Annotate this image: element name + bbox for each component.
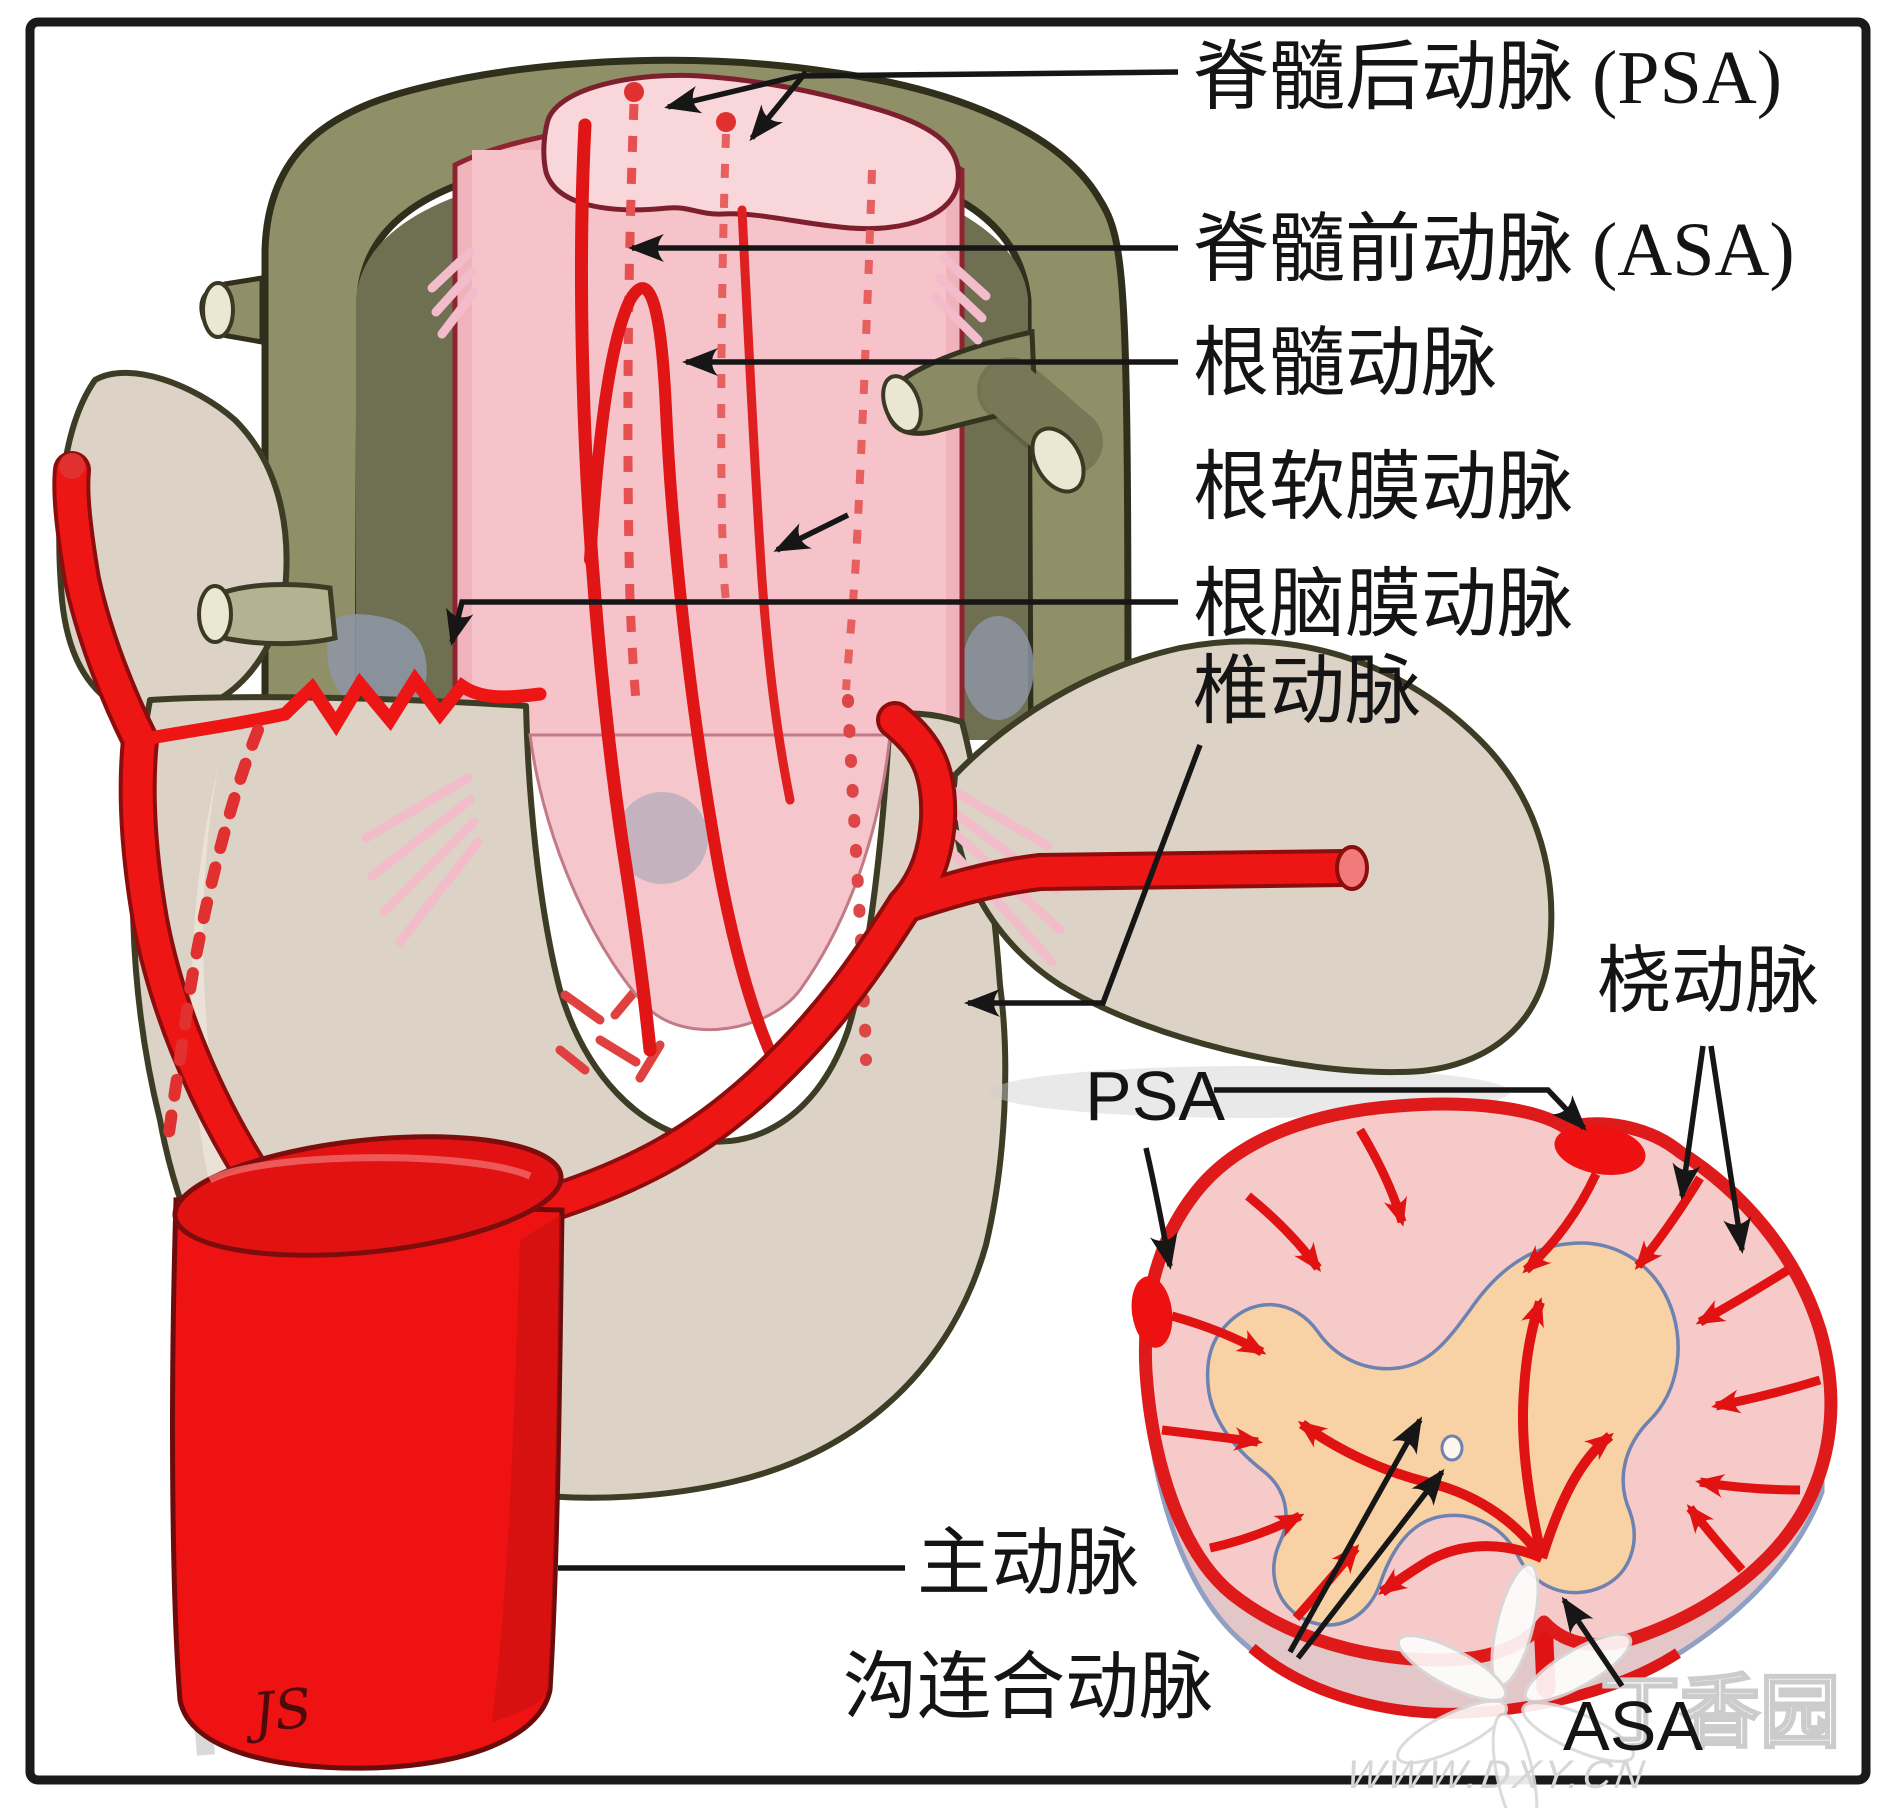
cord-cross-section (1131, 1097, 1838, 1719)
psa-dashed-line-1 (623, 103, 641, 701)
psa-dashed-line-2 (717, 133, 730, 601)
segmental-arteries (52, 451, 1369, 1224)
vertebral-artery (880, 705, 954, 920)
psa-dot-right (716, 112, 736, 132)
label-anterior-spinal-artery: 脊髓前动脉 (ASA) (1193, 208, 1795, 292)
label-psa-abbr: PSA (1085, 1057, 1225, 1135)
label-radiculomeningeal-artery: 根脑膜动脉 (1193, 563, 1573, 647)
aorta: JS (170, 1134, 565, 1771)
canal-shadow-right (962, 616, 1034, 720)
watermark-flower-icon (1395, 1563, 1635, 1808)
label-radial-artery: 桡动脉 (1597, 941, 1819, 1023)
psa-bulge-left (1131, 1276, 1173, 1348)
canal-contents (361, 118, 1065, 1066)
central-canal (1440, 1434, 1464, 1462)
watermark: 丁香园 WWW.DXY.CN (1343, 1563, 1841, 1808)
label-sulcocommissural-artery: 沟连合动脉 (843, 1647, 1213, 1729)
gray-matter (1205, 1241, 1680, 1627)
radiculopial-artery-line (737, 205, 795, 805)
label-vertebral-artery: 椎动脉 (1193, 650, 1421, 734)
label-radiculopial-artery: 根软膜动脉 (1193, 446, 1573, 530)
cord-top-face (541, 72, 961, 232)
psa-dashed-line-3 (842, 169, 876, 691)
anterior-spinal-artery-line (574, 118, 657, 1057)
label-asa-abbr: ASA (1563, 1687, 1703, 1765)
pointer-lines (446, 69, 1752, 1688)
segmental-artery (530, 890, 920, 1220)
label-radiculomedullary-artery: 根髓动脉 (1193, 322, 1497, 406)
radiculomedullary-artery-line (584, 282, 776, 1058)
dorsal-branch-artery (890, 853, 1360, 920)
label-aorta: 主动脉 (917, 1523, 1139, 1605)
watermark-site-url: WWW.DXY.CN (1343, 1752, 1650, 1797)
label-posterior-spinal-artery: 脊髓后动脉 (PSA) (1193, 36, 1782, 120)
radiculomeningeal-artery-line (133, 668, 547, 747)
process-cut-end (201, 281, 235, 339)
psa-dot-left (624, 82, 644, 102)
psa-bulge-top (1554, 1125, 1646, 1175)
watermark-site-name: 丁香园 (1600, 1670, 1840, 1758)
